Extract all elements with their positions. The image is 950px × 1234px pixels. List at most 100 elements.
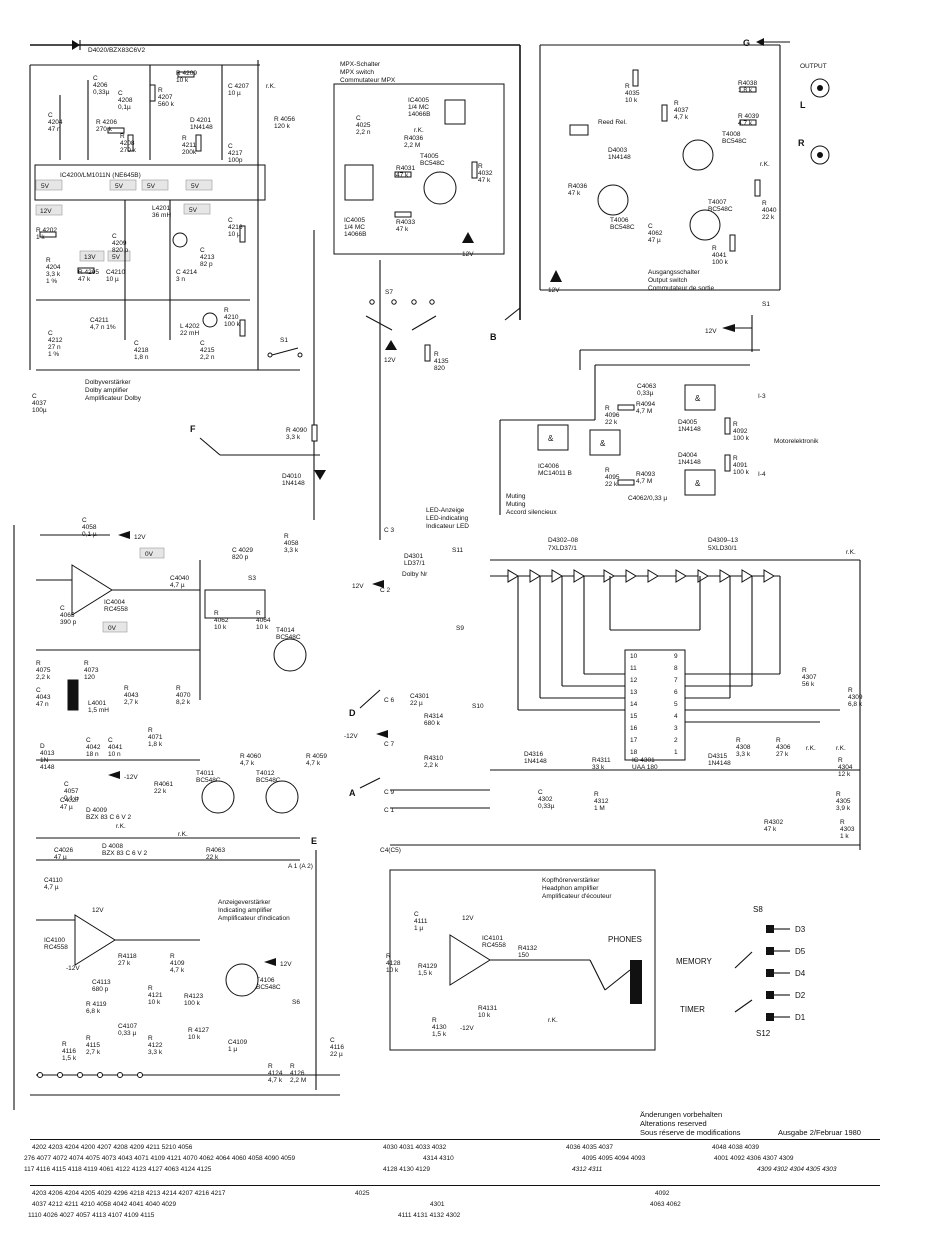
label-s1-right: S1 <box>762 301 770 308</box>
s1-12v: 12V <box>705 328 717 335</box>
label-rk-d4008: r.K. <box>178 831 188 838</box>
memory-label: MEMORY <box>676 957 713 966</box>
svg-text:I-4: I-4 <box>758 471 766 478</box>
footer-row-1-b: 4030 4031 4033 4032 <box>383 1144 447 1151</box>
svg-text:C4(C5): C4(C5) <box>380 847 401 854</box>
footer-row-4-a: 4203 4206 4204 4205 4029 4296 4218 4213 … <box>32 1190 226 1197</box>
led-title-fr: Indicateur LED <box>426 523 469 530</box>
ic-pin-2: 2 <box>674 737 678 744</box>
ic-pin-12: 12 <box>630 677 638 684</box>
footer-row-6-a: 1110 4026 4027 4057 4113 4107 4109 4115 <box>28 1212 155 1219</box>
led-group-2b: 5XLD30/1 <box>708 545 737 552</box>
footer-row-2-b: 4314 4310 <box>423 1155 454 1162</box>
footer-row-2-d: 4001 4092 4306 4307 4309 <box>714 1155 794 1162</box>
opamp-ic4100-icon <box>74 914 116 966</box>
ind-amp-fr: Amplificateur d'indication <box>218 915 290 922</box>
footer-row-4-d: 4092 <box>655 1190 670 1197</box>
s7-12v: 12V <box>384 357 396 364</box>
opamp-ic4101-icon <box>449 934 491 986</box>
led-group-1: D4302–08 <box>548 537 578 544</box>
head-m12v: -12V <box>460 1025 474 1032</box>
ic-pin-5: 5 <box>674 701 678 708</box>
led-title-en: LED-indicating <box>426 515 469 522</box>
label-rk-led: r.K. <box>846 549 856 556</box>
terminal-b: B <box>490 332 497 342</box>
s8-out-d3: D3 <box>795 925 806 934</box>
footer-row-3-b: 4128 4130 4129 <box>383 1166 430 1173</box>
coil-l4201-icon <box>172 232 188 248</box>
terminal-d: D <box>349 708 356 718</box>
label-s6: S6 <box>292 999 300 1006</box>
transistor-t4011-icon <box>201 780 235 814</box>
label-s12: S12 <box>756 1029 771 1038</box>
footer: Änderungen vorbehalten Alterations reser… <box>0 1110 950 1234</box>
svg-text:C 6: C 6 <box>384 697 395 704</box>
out-switch-fr: Commutateur de sortie <box>648 285 714 292</box>
ground-arrow-mpx <box>462 232 474 243</box>
s8-out-d4: D4 <box>795 969 806 978</box>
transistor-t4005-icon <box>423 171 457 205</box>
svg-text:&: & <box>695 479 701 488</box>
top-diode-label: D4020/BZX83C6V2 <box>88 47 145 54</box>
transistor-t4007-icon <box>689 209 721 241</box>
supply-5v-d: 5V <box>191 183 200 190</box>
terminal-e: E <box>311 836 317 846</box>
diode-d4020-icon <box>72 40 80 50</box>
headphone-amp-box <box>389 869 656 1051</box>
svg-text:C 7: C 7 <box>384 741 395 748</box>
head-amp-en: Headphon amplifier <box>542 885 599 892</box>
supply-5v-c: 5V <box>147 183 156 190</box>
label-s9: S9 <box>456 625 464 632</box>
label-s11: S11 <box>452 547 463 554</box>
svg-text:C 3: C 3 <box>384 527 395 534</box>
